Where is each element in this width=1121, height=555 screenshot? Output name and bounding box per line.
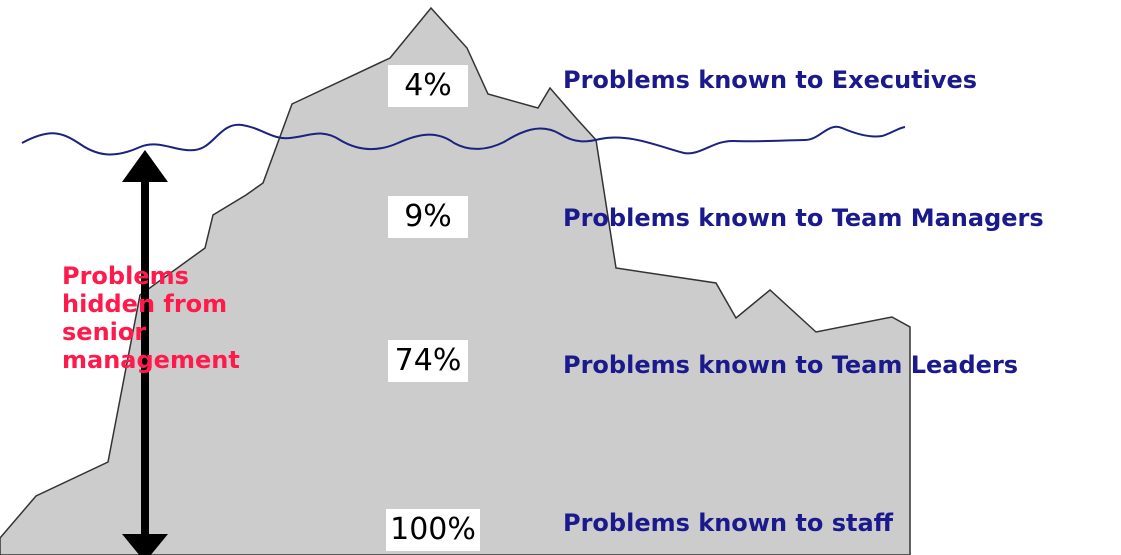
- iceberg-shape: [0, 6, 911, 555]
- hidden-label-line-3: senior: [62, 318, 147, 346]
- hidden-range-arrow-head-up: [122, 150, 168, 182]
- percent-box-team-leaders: 74%: [388, 340, 468, 382]
- level-label-staff: Problems known to staff: [563, 509, 894, 537]
- hidden-problems-label: Problems hidden from senior management: [62, 262, 322, 374]
- waterline: [21, 123, 906, 156]
- level-label-team-managers: Problems known to Team Managers: [563, 204, 1044, 232]
- level-label-team-leaders: Problems known to Team Leaders: [563, 351, 1019, 379]
- level-label-executives: Problems known to Executives: [563, 66, 978, 94]
- hidden-label-line-4: management: [62, 346, 240, 374]
- hidden-label-line-2: hidden from: [62, 290, 228, 318]
- hidden-label-line-1: Problems: [62, 262, 189, 290]
- percent-box-team-managers: 9%: [388, 196, 468, 238]
- percent-box-staff: 100%: [386, 509, 480, 551]
- hidden-range-arrow-head-down: [122, 534, 168, 555]
- percent-box-executives: 4%: [388, 65, 468, 107]
